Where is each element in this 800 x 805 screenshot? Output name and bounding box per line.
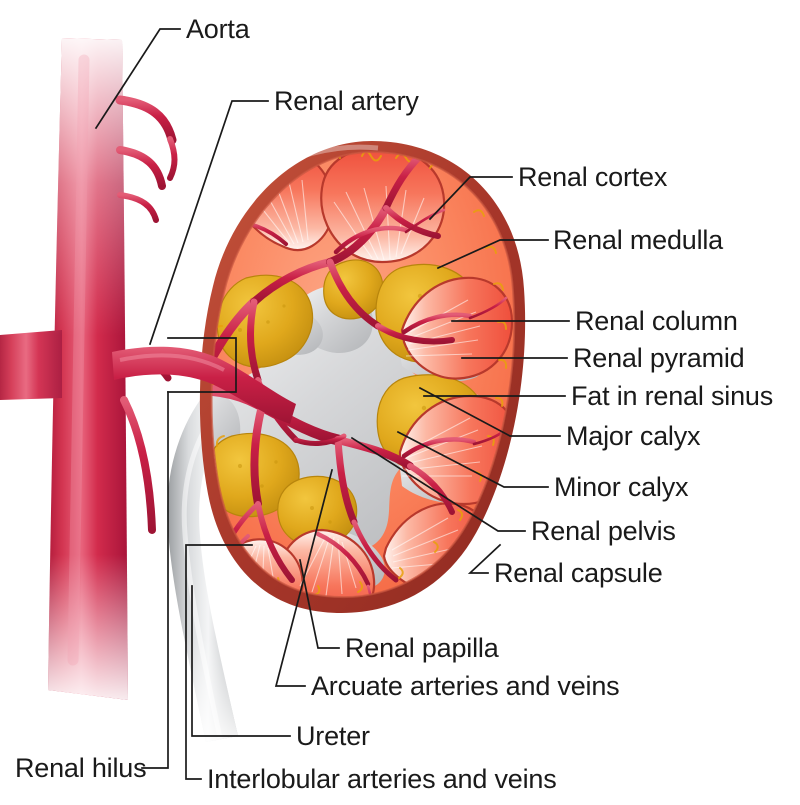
label-renal-hilus: Renal hilus xyxy=(15,753,147,783)
label-minor-calyx: Minor calyx xyxy=(554,472,689,502)
label-renal-medulla: Renal medulla xyxy=(553,225,723,255)
label-interlobular: Interlobular arteries and veins xyxy=(207,764,557,794)
label-renal-papilla: Renal papilla xyxy=(345,633,499,663)
label-renal-column: Renal column xyxy=(575,306,738,336)
aorta-branches xyxy=(115,95,178,534)
label-fat-in-renal-sinus: Fat in renal sinus xyxy=(571,381,773,411)
label-ureter: Ureter xyxy=(296,721,370,751)
label-renal-pelvis: Renal pelvis xyxy=(531,516,676,546)
label-renal-cortex: Renal cortex xyxy=(518,162,668,192)
label-renal-artery: Renal artery xyxy=(274,86,419,116)
kidney-body xyxy=(199,141,526,614)
label-aorta: Aorta xyxy=(186,14,250,44)
leader-lines xyxy=(94,28,570,780)
renal-artery-vessel xyxy=(112,346,296,424)
label-arcuate-vessels: Arcuate arteries and veins xyxy=(311,671,620,701)
label-major-calyx: Major calyx xyxy=(566,421,701,451)
label-renal-pyramid: Renal pyramid xyxy=(573,343,745,373)
label-renal-capsule: Renal capsule xyxy=(494,558,663,588)
ureter-duct xyxy=(167,392,238,742)
aorta-vessel xyxy=(0,38,128,700)
